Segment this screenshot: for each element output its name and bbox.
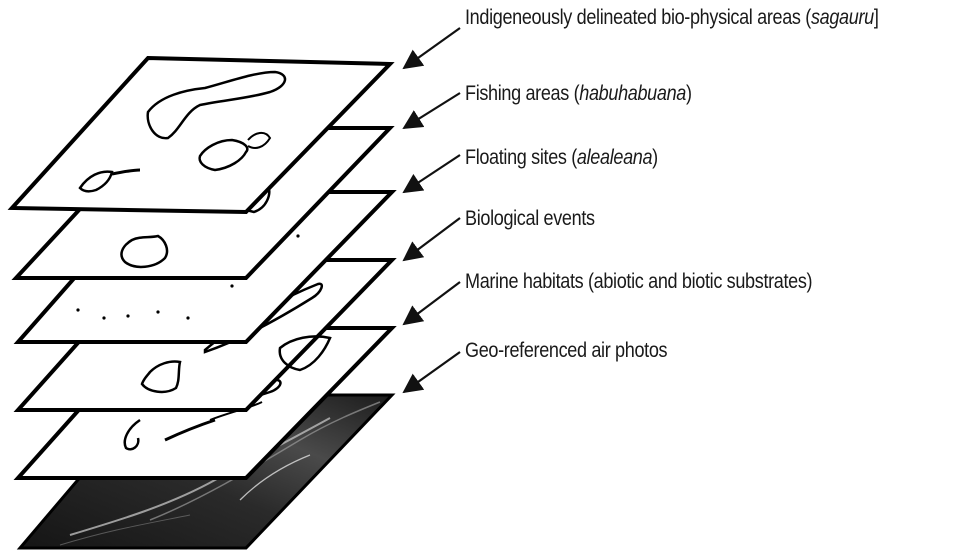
- arrow-4: [404, 218, 460, 260]
- arrow-3: [404, 155, 460, 192]
- arrow-5: [404, 282, 460, 324]
- layer-label-air-photos: Geo-referenced air photos: [465, 339, 667, 363]
- arrow-1: [404, 28, 460, 68]
- leader-arrows: [404, 28, 460, 392]
- layer-label-biological-events: Biological events: [465, 207, 595, 231]
- layer-label-floating-sites: Floating sites (alealeana): [465, 146, 658, 170]
- arrow-6: [404, 352, 460, 392]
- layer-label-indigenous-areas: Indigeneously delineated bio-physical ar…: [465, 6, 878, 30]
- layer-label-marine-habitats: Marine habitats (abiotic and biotic subs…: [465, 270, 812, 294]
- arrow-2: [404, 93, 460, 128]
- layer-label-fishing-areas: Fishing areas (habuhabuana): [465, 82, 692, 106]
